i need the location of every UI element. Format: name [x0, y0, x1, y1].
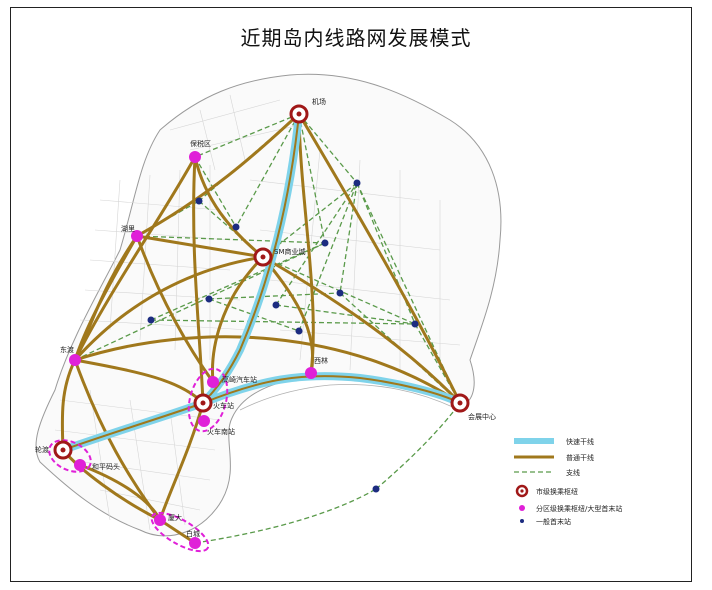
station-trainsouth [198, 415, 210, 427]
branch-line [194, 156, 237, 228]
station-labels: 机场 保税区 湖里 SM商业城 东渡 高崎汽车站 火车站 火车南站 西林 会展中… [35, 97, 496, 538]
branch-line [375, 402, 461, 490]
branch-line [298, 113, 326, 244]
express-line-east-core [62, 375, 461, 451]
branch-line [235, 113, 300, 228]
terminal-stops [147, 179, 419, 493]
label-sm: SM商业城 [274, 247, 305, 256]
branch-line [356, 182, 416, 325]
hub-groups [48, 367, 229, 553]
station-huizhan [450, 393, 470, 413]
label-gaoqi: 高崎汽车站 [222, 375, 257, 384]
legend-terminal-icon [520, 519, 524, 523]
trunk-line [78, 463, 162, 522]
label-huizhan: 会展中心 [468, 412, 496, 421]
station-airport [289, 104, 309, 124]
label-lundu: 轮渡 [35, 445, 49, 454]
city-hubs [53, 104, 470, 460]
legend-terminal-label: 一般首末站 [536, 517, 571, 526]
station-heping [74, 459, 86, 471]
station-baicheng [189, 537, 201, 549]
station-baoshui [189, 151, 201, 163]
branch-line [275, 304, 416, 325]
trunk-line [158, 401, 205, 522]
label-xilin: 西林 [314, 356, 328, 365]
branch-line [298, 182, 358, 332]
trunk-line [73, 234, 139, 362]
express-line-airport-core [202, 113, 300, 404]
branch-line [208, 292, 341, 300]
branch-line [194, 113, 300, 158]
trunk-line [135, 234, 215, 384]
map-title: 近期岛内线路网发展模式 [240, 26, 472, 50]
station-lundu [53, 440, 73, 460]
label-baoshui: 保税区 [190, 139, 211, 148]
trunk-line [158, 518, 197, 545]
label-huli: 湖里 [121, 224, 135, 233]
station-xilin [305, 367, 317, 379]
terminal-stop [272, 301, 280, 309]
trunk-line [73, 255, 265, 362]
label-baicheng: 白城 [186, 529, 200, 538]
label-trainsouth: 火车南站 [207, 427, 235, 436]
branch-line [275, 182, 358, 306]
terminal-stop [353, 179, 361, 187]
hub-group-train [187, 367, 229, 433]
station-xiada [154, 514, 166, 526]
legend-city-hub-label: 市级换乘枢纽 [536, 487, 578, 496]
terminal-stop [147, 316, 155, 324]
trunk-line [211, 255, 265, 384]
label-airport: 机场 [312, 97, 326, 106]
legend-district-hub-label: 分区级换乘枢纽/大型首末站 [536, 504, 622, 513]
legend-express-swatch [514, 438, 554, 444]
branch-line [339, 182, 358, 294]
station-dongdu [69, 354, 81, 366]
trunk-line [192, 155, 205, 405]
terminal-stop [295, 327, 303, 335]
legend-trunk-label: 普通干线 [566, 453, 594, 462]
label-dongdu: 东渡 [60, 345, 74, 354]
branch-line [136, 235, 326, 244]
terminal-stop [336, 289, 344, 297]
terminal-stop [321, 239, 329, 247]
terminal-stop [372, 485, 380, 493]
express-lines [59, 110, 464, 454]
trunk-line [135, 234, 265, 259]
trunk-line [73, 358, 205, 405]
district-hubs [69, 151, 317, 549]
station-gaoqi [207, 376, 219, 388]
station-train [193, 393, 213, 413]
branch-line [150, 319, 416, 325]
trunk-lines [60, 112, 462, 545]
trunk-line [73, 155, 197, 362]
terminal-stop [411, 320, 419, 328]
label-train: 火车站 [213, 401, 234, 410]
terminal-stop [205, 295, 213, 303]
label-heping: 和平码头 [92, 462, 120, 471]
branch-line [298, 113, 358, 184]
trunk-line [261, 255, 462, 405]
legend-express-label: 快速干线 [566, 437, 594, 446]
trunk-line [73, 335, 462, 405]
branch-line [198, 200, 264, 258]
hub-group-lundu [48, 439, 92, 473]
trunk-line [193, 155, 265, 259]
trunk-line [135, 112, 301, 238]
station-huli [131, 230, 143, 242]
trunk-line [297, 112, 462, 405]
legend-branch-label: 支线 [566, 468, 580, 477]
station-sm [253, 247, 273, 267]
coast-detail [239, 384, 456, 411]
terminal-stop [232, 223, 240, 231]
branch-line [74, 242, 326, 361]
label-xiada: 厦大 [168, 513, 182, 522]
legend-district-hub-icon [519, 505, 525, 511]
terminal-stop [195, 197, 203, 205]
legend: 快速干线 普通干线 支线 市级换乘枢纽 分区级换乘枢纽/大型首末站 一般首末站 [514, 437, 622, 526]
hub-group-xiada [150, 511, 210, 553]
